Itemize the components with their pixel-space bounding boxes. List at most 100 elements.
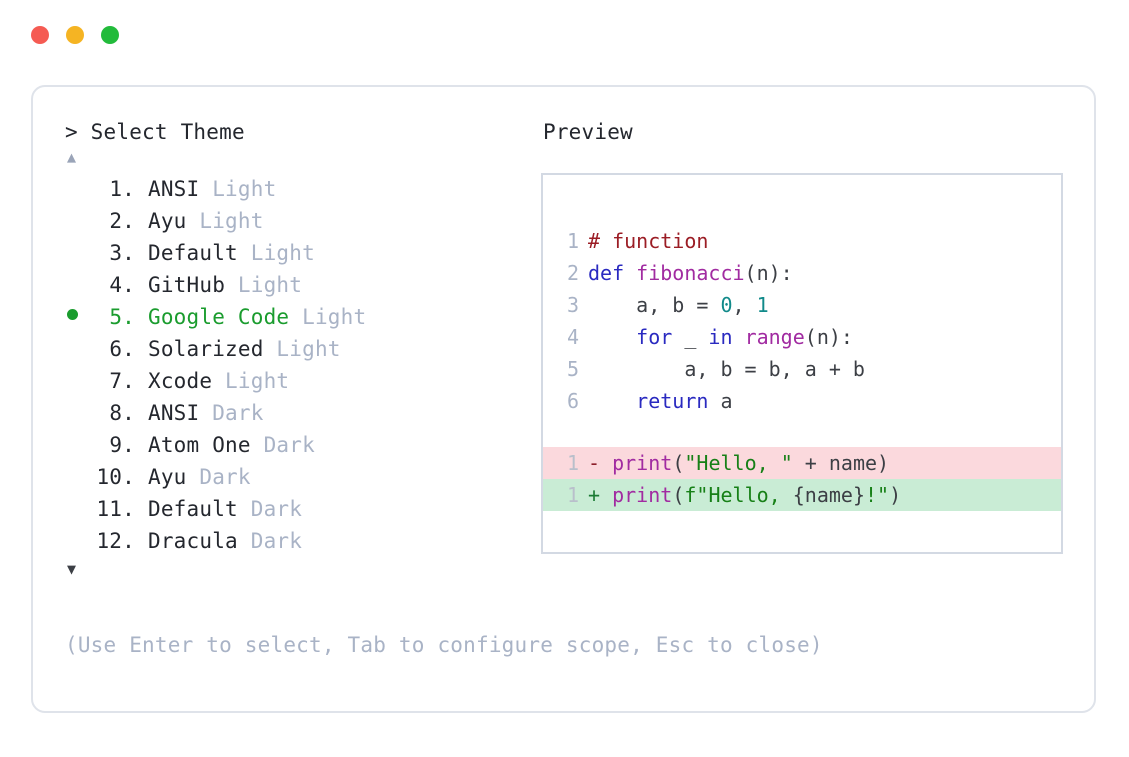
code-token-punc: (n):: [744, 261, 793, 285]
code-line: 3 a, b = 0, 1: [543, 289, 1061, 321]
theme-item-name: ANSI Light: [148, 177, 277, 201]
theme-item-name: Solarized Light: [148, 337, 341, 361]
line-number: 4: [566, 325, 579, 349]
theme-item-number: 11.: [96, 497, 135, 521]
theme-list-item[interactable]: 7.Xcode Light: [61, 365, 541, 397]
code-token-str: "Hello, ": [684, 451, 793, 475]
code-spacer: [543, 417, 1061, 447]
theme-item-number: 1.: [109, 177, 135, 201]
theme-item-name: Atom One Dark: [148, 433, 315, 457]
theme-item-variant: Dark: [186, 465, 251, 489]
theme-item-variant: Dark: [237, 529, 303, 553]
scroll-down-arrow-icon[interactable]: ▼: [67, 560, 77, 578]
code-line-text: # function: [579, 225, 708, 257]
theme-item-variant: Dark: [250, 433, 315, 457]
preview-label: Preview: [543, 120, 633, 144]
theme-item-number: 2.: [109, 209, 135, 233]
diff-line-add: 1+ print(f"Hello, {name}!"): [543, 479, 1061, 511]
code-line-text: a, b = b, a + b: [579, 353, 865, 385]
theme-item-number: 4.: [109, 273, 135, 297]
theme-picker-card: > Select Theme ▲ 1. ANSI Light 2.Ayu Light…: [31, 85, 1096, 713]
keyboard-hint: (Use Enter to select, Tab to configure s…: [65, 633, 823, 657]
theme-list-item[interactable]: 2.Ayu Light: [61, 205, 541, 237]
theme-item-number: 10.: [96, 465, 135, 489]
code-token-fn: print: [612, 483, 673, 507]
theme-item-name: Default Light: [148, 241, 315, 265]
theme-list-item[interactable]: 8.ANSI Dark: [61, 397, 541, 429]
selection-dot-icon: [67, 309, 78, 320]
window-controls: [31, 26, 119, 44]
diff-line-number: 1: [566, 483, 579, 507]
maximize-window-button[interactable]: [101, 26, 119, 44]
theme-item-number: 5.: [109, 305, 135, 329]
theme-item-variant: Light: [199, 177, 277, 201]
code-line: 4 for _ in range(n):: [543, 321, 1061, 353]
code-token-num: 1: [756, 293, 769, 317]
code-token-plain: a, b = b, a + b: [588, 357, 865, 381]
minimize-window-button[interactable]: [66, 26, 84, 44]
theme-item-name: Google Code Light: [148, 305, 367, 329]
code-token-punc: ): [889, 483, 902, 507]
theme-list-item[interactable]: 4.GitHub Light: [61, 269, 541, 301]
code-line: 6 return a: [543, 385, 1061, 417]
theme-list-item[interactable]: 6. Solarized Light: [61, 333, 541, 365]
line-number: 6: [566, 389, 579, 413]
theme-item-variant: Light: [212, 369, 290, 393]
code-token-plain: ,: [732, 293, 757, 317]
theme-list-item[interactable]: 9.Atom One Dark: [61, 429, 541, 461]
code-token-str: f"Hello,: [684, 483, 793, 507]
theme-list-item[interactable]: 1. ANSI Light: [61, 173, 541, 205]
selected-bullet-icon: [61, 301, 87, 333]
scroll-up-arrow-icon[interactable]: ▲: [67, 148, 77, 166]
line-number: 3: [566, 293, 579, 317]
code-token-plain: [733, 325, 745, 349]
line-number: 2: [566, 261, 579, 285]
diff-line-text: + print(f"Hello, {name}!"): [579, 479, 901, 511]
theme-item-number: 6.: [109, 337, 135, 361]
diff-line-del: 1- print("Hello, " + name): [543, 447, 1061, 479]
theme-list-item[interactable]: 5. Google Code Light: [61, 301, 541, 333]
code-token-plain: + name): [792, 451, 890, 475]
code-token-kw: return: [636, 389, 709, 413]
code-line-text: def fibonacci(n):: [579, 257, 793, 289]
code-line: 1# function: [543, 225, 1061, 257]
theme-item-variant: Light: [186, 209, 264, 233]
theme-item-variant: Light: [225, 273, 303, 297]
diff-line-text: - print("Hello, " + name): [579, 447, 889, 479]
code-token-plain: _: [672, 325, 709, 349]
close-window-button[interactable]: [31, 26, 49, 44]
code-token-comment: # function: [588, 229, 709, 253]
diff-marker: +: [588, 483, 613, 507]
theme-item-variant: Dark: [237, 497, 303, 521]
theme-item-variant: Dark: [199, 401, 264, 425]
theme-item-name: ANSI Dark: [148, 401, 264, 425]
theme-item-name: Dracula Dark: [148, 529, 303, 553]
theme-list-item[interactable]: 3. Default Light: [61, 237, 541, 269]
theme-item-number: 12.: [96, 529, 135, 553]
theme-list-item[interactable]: 10.Ayu Dark: [61, 461, 541, 493]
code-token-plain: {name}: [792, 483, 865, 507]
page-title: > Select Theme: [65, 120, 245, 144]
code-token-punc: (n):: [804, 325, 853, 349]
code-line-text: a, b = 0, 1: [579, 289, 769, 321]
code-token-punc: (: [672, 451, 685, 475]
theme-item-name: Xcode Light: [148, 369, 290, 393]
line-number: 5: [566, 357, 579, 381]
code-token-fn: fibonacci: [636, 261, 745, 285]
theme-picker-panel: > Select Theme ▲ 1. ANSI Light 2.Ayu Light…: [61, 117, 541, 581]
theme-item-variant: Light: [289, 305, 367, 329]
code-token-fn: range: [744, 325, 805, 349]
code-line-text: for _ in range(n):: [579, 321, 853, 353]
code-token-num: 0: [720, 293, 733, 317]
theme-item-variant: Light: [263, 337, 341, 361]
theme-list-item[interactable]: 12. Dracula Dark: [61, 525, 541, 557]
theme-item-number: 3.: [109, 241, 135, 265]
diff-marker: -: [588, 451, 613, 475]
theme-list-item[interactable]: 11.Default Dark: [61, 493, 541, 525]
code-token-str: !": [864, 483, 890, 507]
diff-sample: 1- print("Hello, " + name)1+ print(f"Hel…: [543, 447, 1061, 511]
theme-item-variant: Light: [237, 241, 315, 265]
code-token-kw: in: [708, 325, 733, 349]
